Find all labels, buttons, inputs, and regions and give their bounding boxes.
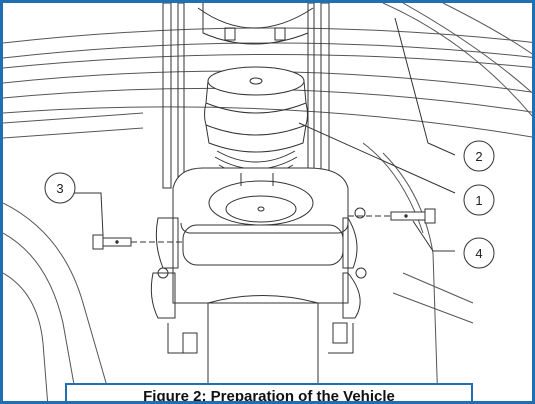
callout-1: 1 bbox=[463, 184, 495, 216]
callout-number: 3 bbox=[56, 181, 63, 196]
upper-bump-stop bbox=[197, 3, 314, 45]
figure-title: Preparation of the Vehicle bbox=[206, 388, 395, 404]
callout-number: 1 bbox=[475, 193, 482, 208]
leader-4 bbox=[412, 220, 455, 252]
callout-number: 2 bbox=[475, 149, 482, 164]
callout-4: 4 bbox=[463, 237, 495, 269]
leader-3 bbox=[63, 192, 104, 236]
callout-2: 2 bbox=[463, 140, 495, 172]
bolt-item-4 bbox=[348, 208, 436, 224]
callout-number: 4 bbox=[475, 246, 482, 261]
mounting-block bbox=[172, 167, 349, 304]
rubber-bushing bbox=[204, 66, 308, 177]
leader-lines bbox=[63, 17, 456, 252]
figure-caption: Figure 2: Preparation of the Vehicle bbox=[65, 383, 473, 404]
leader-1 bbox=[298, 122, 456, 194]
support-rods bbox=[162, 3, 330, 189]
leader-2 bbox=[394, 17, 456, 156]
bolt-item-3 bbox=[92, 234, 183, 250]
side-clamps bbox=[150, 207, 367, 319]
callout-3: 3 bbox=[44, 172, 76, 204]
figure-label: Figure 2: bbox=[143, 388, 207, 404]
technical-drawing: 1 2 3 4 bbox=[3, 3, 532, 401]
